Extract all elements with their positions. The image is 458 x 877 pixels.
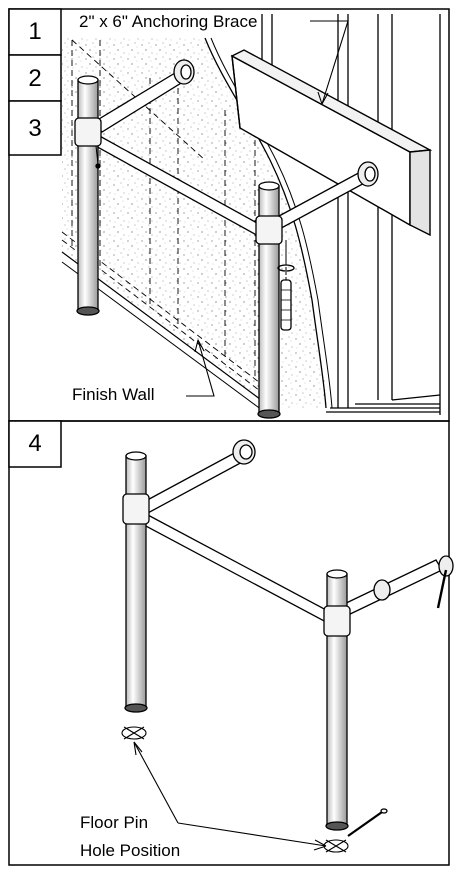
panel-bottom-frame <box>8 420 450 866</box>
callout-finish-wall: Finish Wall <box>72 385 155 404</box>
step-boxes <box>8 8 62 468</box>
callout-anchoring-brace: 2" x 6" Anchoring Brace <box>76 12 261 32</box>
callout-hole-position: Hole Position <box>80 841 181 860</box>
console-frame-top <box>74 59 379 419</box>
step-3-label: 3 <box>28 115 42 142</box>
callout-floor-pin: Floor Pin <box>80 813 149 832</box>
leader-lines-top <box>186 20 349 397</box>
leader-lines-bottom <box>133 741 327 851</box>
step-4-label: 4 <box>28 430 42 457</box>
floor-pin-hole-markers <box>121 726 349 853</box>
console-frame-bottom <box>122 439 454 837</box>
framing-studs <box>261 14 441 415</box>
step-2-label: 2 <box>28 65 42 92</box>
step-1-label: 1 <box>28 18 42 45</box>
